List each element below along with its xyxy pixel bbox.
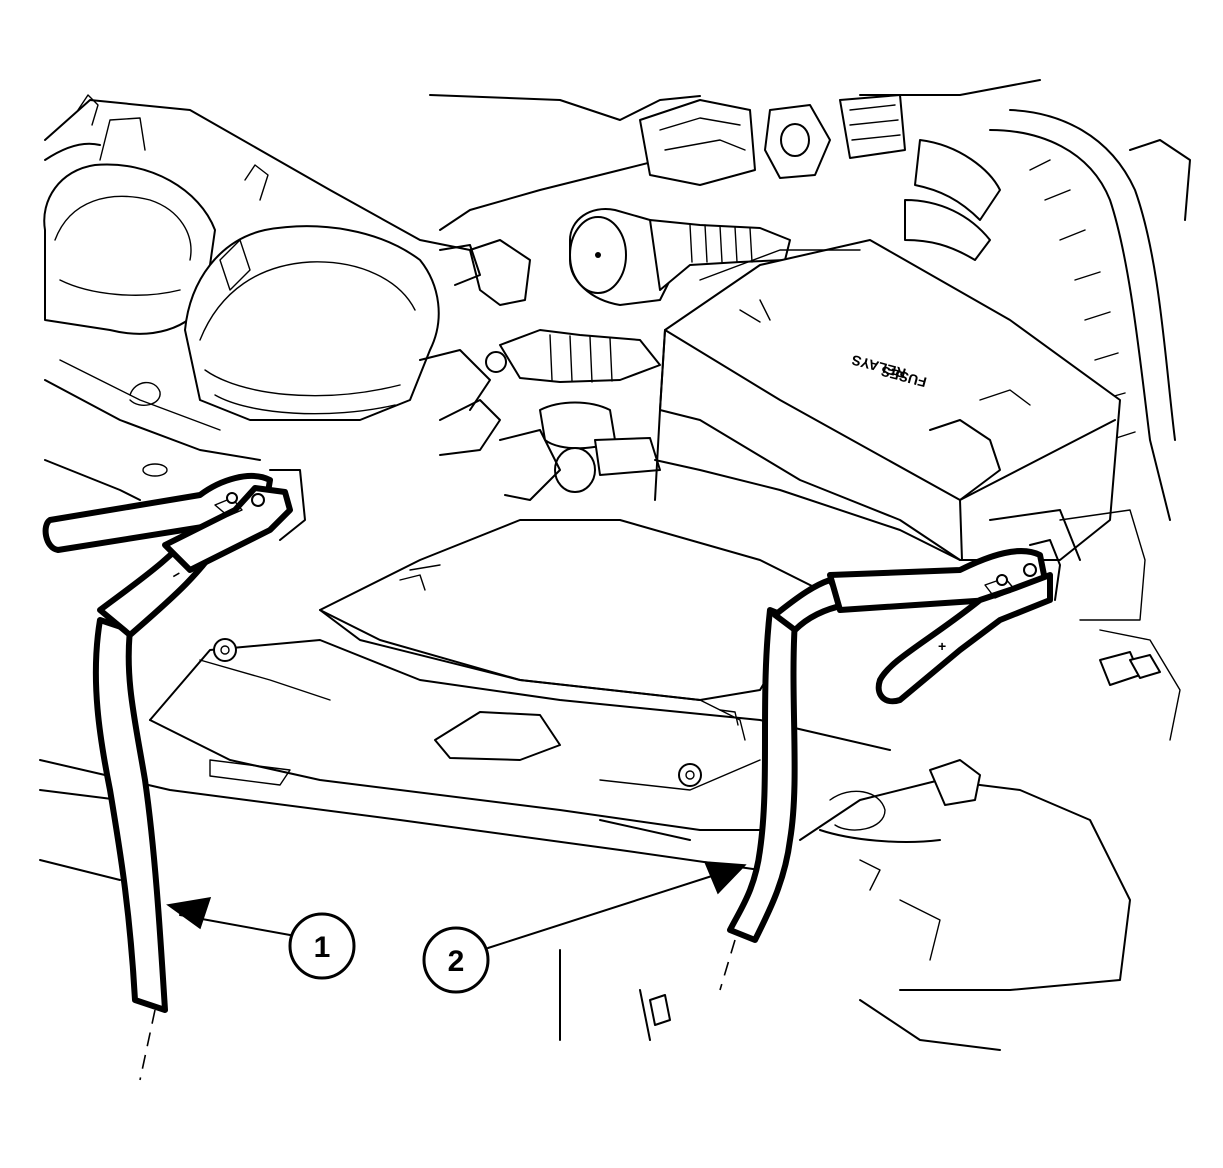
- jumper-cable-negative: −: [42, 469, 306, 1081]
- callout-2-label: 2: [448, 945, 465, 978]
- callout-1-label: 1: [314, 931, 331, 964]
- hoses-and-connectors: [419, 79, 1191, 521]
- callout-1: 1: [166, 897, 356, 980]
- fuse-relay-box: FUSES RELAYS: [654, 239, 1181, 741]
- jumper-cable-positive: +: [719, 539, 1061, 991]
- intake-manifold: [43, 94, 471, 501]
- battery-and-tray: [39, 509, 1131, 1051]
- callout-2: 2: [422, 861, 747, 994]
- positive-polarity-marker: +: [938, 638, 946, 654]
